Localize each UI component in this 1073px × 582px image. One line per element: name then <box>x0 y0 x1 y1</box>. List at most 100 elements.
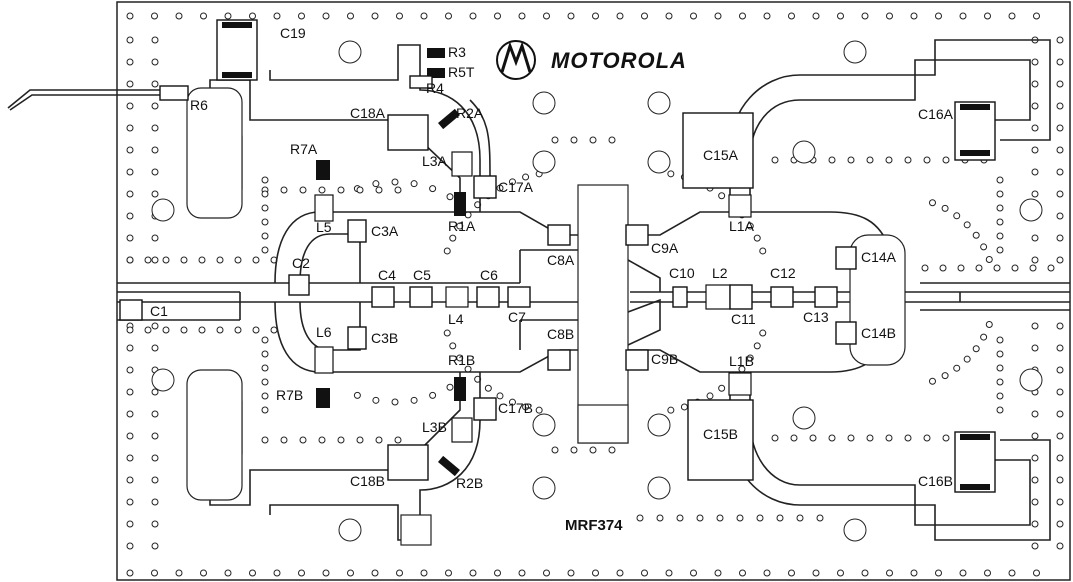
via-hole <box>151 322 159 330</box>
via-hole <box>261 232 269 240</box>
label-R2A: R2A <box>456 105 484 121</box>
via-hole <box>567 569 575 577</box>
via-hole <box>410 396 418 404</box>
via-hole <box>126 102 134 110</box>
via-hole <box>151 542 159 550</box>
via-hole <box>980 333 988 341</box>
via-hole <box>696 514 704 522</box>
via-hole <box>714 12 722 20</box>
via-hole <box>543 12 550 20</box>
label-L1B: L1B <box>729 353 754 369</box>
label-C19: C19 <box>280 25 306 41</box>
via-hole <box>975 264 983 272</box>
via-hole <box>771 434 779 442</box>
via-hole <box>151 410 159 418</box>
via-hole <box>985 256 993 264</box>
via-hole <box>126 498 134 506</box>
via-hole <box>828 434 836 442</box>
via-hole <box>1031 498 1039 506</box>
via-hole <box>812 569 820 577</box>
via-hole <box>449 342 457 350</box>
via-hole <box>446 193 454 201</box>
via-hole <box>676 514 684 522</box>
via-hole <box>1056 168 1064 176</box>
via-hole <box>706 392 714 400</box>
via-hole <box>861 569 869 577</box>
via-hole <box>963 221 971 229</box>
label-L5: L5 <box>316 219 332 235</box>
via-hole <box>1031 124 1039 132</box>
via-hole <box>151 454 159 462</box>
via-hole <box>1056 388 1064 396</box>
via-hole <box>126 190 134 198</box>
via-hole <box>126 432 134 440</box>
label-C10: C10 <box>669 265 695 281</box>
via-hole <box>667 170 675 178</box>
via-hole <box>1008 12 1016 20</box>
via-hole <box>445 569 452 577</box>
via-hole <box>1056 366 1064 374</box>
via-hole <box>456 354 464 362</box>
via-hole <box>942 156 950 164</box>
via-hole <box>522 173 530 181</box>
via-hole <box>261 204 269 212</box>
via-hole <box>953 212 961 220</box>
via-hole <box>1031 454 1039 462</box>
component-labels: C19 R3 R5T R4 R6 C18A R2A R7A L3A C17A R… <box>150 25 954 491</box>
via-hole <box>270 326 278 334</box>
via-hole <box>910 12 918 20</box>
via-hole <box>372 396 380 404</box>
label-C13: C13 <box>803 309 829 325</box>
via-hole <box>151 344 159 352</box>
label-C12: C12 <box>770 265 796 281</box>
via-hole <box>126 520 134 528</box>
label-C18B: C18B <box>350 473 385 489</box>
via-hole <box>746 354 754 362</box>
via-hole <box>151 12 158 20</box>
via-hole <box>776 514 784 522</box>
via-hole <box>993 264 1001 272</box>
via-hole <box>996 190 1004 198</box>
via-hole <box>175 569 183 577</box>
via-hole <box>252 256 260 264</box>
via-hole <box>126 569 134 577</box>
via-hole <box>753 234 761 242</box>
via-hole <box>469 569 477 577</box>
label-R4: R4 <box>426 80 444 96</box>
label-C14B: C14B <box>861 325 896 341</box>
via-hole <box>494 569 501 577</box>
via-hole <box>1031 542 1039 550</box>
mounting-holes <box>151 40 1043 542</box>
via-hole <box>866 156 874 164</box>
via-hole <box>1047 264 1055 272</box>
via-hole <box>518 569 526 577</box>
via-hole <box>1056 234 1064 242</box>
via-holes <box>126 12 1064 577</box>
via-hole <box>763 12 771 20</box>
via-hole <box>1056 498 1064 506</box>
via-hole <box>151 168 159 176</box>
via-hole <box>151 234 159 242</box>
label-R3: R3 <box>448 44 466 60</box>
via-hole <box>126 454 134 462</box>
via-hole <box>224 12 232 20</box>
via-hole <box>443 329 451 337</box>
via-hole <box>656 514 664 522</box>
via-hole <box>151 146 159 154</box>
via-hole <box>126 542 134 550</box>
via-hole <box>739 12 746 20</box>
label-L1A: L1A <box>729 218 755 234</box>
via-hole <box>322 569 330 577</box>
label-C15B: C15B <box>703 426 738 442</box>
via-hole <box>180 326 188 334</box>
via-hole <box>996 176 1004 184</box>
via-hole <box>1056 146 1064 154</box>
via-hole <box>347 569 354 577</box>
via-hole <box>126 366 134 374</box>
label-R7A: R7A <box>290 141 318 157</box>
via-hole <box>151 432 159 440</box>
label-C1: C1 <box>150 303 168 319</box>
label-C8B: C8B <box>547 326 574 342</box>
via-hole <box>589 136 597 144</box>
